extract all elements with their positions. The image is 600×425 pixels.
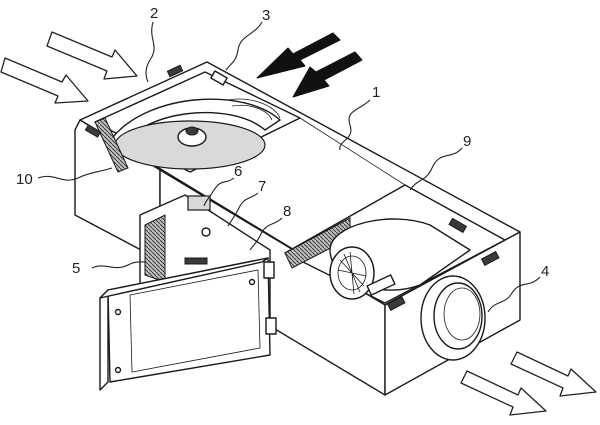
label-10: 10 bbox=[16, 171, 33, 188]
airflow-arrows bbox=[0, 31, 597, 416]
blower-mount-bracket bbox=[366, 274, 396, 296]
label-2: 2 bbox=[150, 5, 158, 22]
label-3: 3 bbox=[262, 7, 270, 24]
label-4: 4 bbox=[541, 263, 549, 280]
leader-3 bbox=[225, 21, 263, 71]
corner-bracket-right-top bbox=[448, 217, 468, 234]
duct-collar-bore bbox=[443, 287, 481, 341]
leader-2 bbox=[145, 21, 155, 83]
airflow-in-solid-upper bbox=[256, 32, 341, 79]
indicator-light bbox=[201, 227, 211, 237]
control-box-mesh bbox=[144, 214, 166, 283]
duct-collar-inner bbox=[433, 282, 483, 350]
leader-lines bbox=[37, 21, 541, 313]
terminal-block bbox=[187, 195, 211, 211]
corner-bracket-mid bbox=[210, 70, 228, 86]
airflow-in-top-left bbox=[46, 31, 138, 80]
airflow-in-solid-lower bbox=[292, 51, 363, 98]
label-6: 6 bbox=[234, 163, 242, 180]
label-8: 8 bbox=[283, 203, 291, 220]
right-fan-assembly bbox=[284, 217, 500, 361]
corner-bracket-right-front bbox=[386, 295, 406, 311]
leader-9 bbox=[409, 147, 463, 191]
leader-8 bbox=[249, 217, 283, 251]
door-screw-2 bbox=[114, 366, 122, 374]
airflow-out-upper bbox=[510, 351, 597, 397]
airflow-in-left bbox=[0, 57, 89, 104]
leader-4 bbox=[487, 276, 541, 313]
label-9: 9 bbox=[463, 133, 471, 150]
fan-scroll-housing bbox=[111, 98, 281, 151]
impeller-hub-cap bbox=[185, 126, 199, 136]
blower-wheel-inner bbox=[337, 255, 367, 291]
connector-strip bbox=[184, 257, 208, 265]
airflow-out-lower bbox=[460, 370, 547, 416]
leader-1 bbox=[339, 99, 371, 151]
reference-labels: 1 2 3 4 5 6 7 8 9 10 bbox=[16, 5, 549, 280]
left-fan-assembly bbox=[84, 64, 281, 173]
leader-7 bbox=[227, 192, 259, 227]
leader-6 bbox=[203, 177, 235, 207]
corner-bracket-left-side bbox=[84, 124, 102, 138]
blower-blades bbox=[337, 251, 367, 295]
access-door-top-edge bbox=[99, 257, 269, 299]
door-hinge-lower bbox=[265, 317, 277, 335]
leader-5 bbox=[91, 261, 147, 269]
leader-10 bbox=[37, 167, 113, 181]
label-5: 5 bbox=[72, 260, 80, 277]
corner-bracket-left-top bbox=[166, 64, 184, 78]
access-door-side bbox=[99, 289, 109, 391]
inlet-ring bbox=[227, 98, 281, 121]
label-7: 7 bbox=[258, 178, 266, 195]
control-box bbox=[99, 194, 277, 391]
corner-bracket-right-side bbox=[480, 250, 500, 266]
label-1: 1 bbox=[372, 84, 380, 101]
door-screw-3 bbox=[248, 278, 256, 286]
door-hinge-upper bbox=[263, 261, 275, 279]
door-screw-1 bbox=[114, 308, 122, 316]
left-mesh-strip bbox=[94, 117, 129, 173]
access-door-inner-panel bbox=[129, 269, 261, 373]
